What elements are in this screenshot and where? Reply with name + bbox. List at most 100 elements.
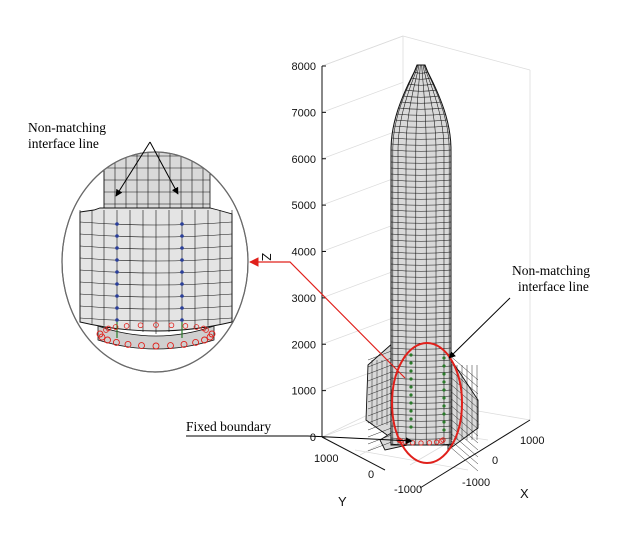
mesh-ring	[390, 161, 452, 164]
mesh-ring	[405, 89, 437, 92]
fin-mesh-line	[367, 426, 395, 438]
zoom-interface-point	[180, 246, 184, 250]
mesh-ring	[390, 263, 452, 266]
interface-highlight-ellipse	[391, 342, 463, 464]
x-tick-neg1000: -1000	[462, 477, 490, 489]
mesh-ring	[390, 197, 452, 200]
z-tick-label: 0	[310, 432, 316, 444]
fin-mesh-line	[447, 367, 479, 395]
mesh-meridian	[392, 64, 418, 445]
zoom-interface-point	[115, 258, 119, 262]
mesh-ring	[390, 179, 452, 182]
mesh-ring	[390, 173, 452, 176]
interface-point	[442, 356, 446, 360]
zoom-mesh-line	[79, 281, 233, 286]
zoom-interface-point	[180, 282, 184, 286]
interface-points	[396, 353, 446, 446]
mesh-ring	[390, 389, 452, 392]
z-tick-label: 8000	[292, 61, 316, 73]
fin-mesh-line	[447, 395, 479, 423]
mesh-ring	[390, 317, 452, 320]
interface-point	[409, 393, 413, 397]
mesh-meridian	[415, 64, 421, 445]
fin-mesh-line	[367, 419, 395, 431]
zoom-fixed-point	[180, 340, 188, 348]
rocket-body-mesh	[390, 64, 452, 446]
left-annotation-arrow-1	[115, 141, 151, 197]
interface-point	[409, 401, 413, 405]
zoom-fixed-point	[152, 342, 160, 350]
mesh-ring	[390, 239, 452, 242]
mesh-ring	[390, 419, 452, 422]
fin-mesh-line	[447, 430, 479, 458]
rocket-outline	[390, 64, 452, 446]
zoom-interface-point	[115, 282, 119, 286]
x-axis-line	[419, 419, 531, 489]
z-tick-label: 2000	[292, 339, 316, 351]
z-gridline	[321, 221, 404, 252]
fin-mesh-line	[367, 405, 395, 417]
zoom-fixed-point	[182, 323, 189, 329]
zoom-interface-point	[115, 294, 119, 298]
fin-mesh-line	[447, 416, 479, 444]
zoom-fixed-point	[137, 322, 144, 329]
x-tick-0: 0	[492, 455, 498, 467]
z-gridlines	[321, 35, 404, 438]
interface-point	[442, 404, 446, 408]
interface-point	[442, 380, 446, 384]
fin-mesh-line	[367, 349, 395, 361]
mesh-ring	[390, 149, 452, 152]
interface-point	[409, 425, 413, 429]
zoom-fixed-point	[112, 339, 120, 346]
mesh-ring	[390, 305, 452, 308]
mesh-ring	[392, 131, 450, 134]
zoom-fixed-point	[112, 324, 119, 330]
zoom-interface-point	[115, 234, 119, 238]
zoom-fixed-point	[193, 324, 200, 330]
mesh-ring	[390, 191, 452, 194]
fin-mesh-line	[447, 437, 479, 465]
interface-point	[442, 396, 446, 400]
zoom-fixed-point	[98, 333, 106, 341]
zoom-interface-point	[180, 222, 184, 226]
zoom-fixed-point	[201, 336, 208, 344]
fin-mesh-line	[367, 356, 395, 368]
z-tick-label: 1000	[292, 386, 316, 398]
mesh-ring	[390, 383, 452, 386]
mesh-ring	[390, 359, 452, 362]
interface-point	[442, 364, 446, 368]
interface-point	[442, 372, 446, 376]
mesh-ring	[390, 209, 452, 212]
zoom-interface-point	[115, 246, 119, 250]
fin-mesh-line	[367, 377, 395, 389]
interface-point	[409, 361, 413, 365]
fin-mesh-line	[367, 384, 395, 396]
zoom-interface-point	[180, 234, 184, 238]
interface-point	[409, 377, 413, 381]
zoom-pointer-arrow	[249, 257, 406, 379]
zoom-interface-point	[115, 222, 119, 226]
z-axis-label: Z	[259, 253, 274, 261]
mesh-ring	[408, 83, 434, 86]
zoom-interface-point	[115, 270, 119, 274]
mesh-ring	[390, 167, 452, 170]
zoom-mesh-line	[79, 257, 233, 262]
zoom-fixed-point	[192, 339, 200, 346]
z-tick-label: 7000	[292, 107, 316, 119]
y-axis-label: Y	[338, 494, 347, 509]
zoom-mesh-line	[79, 245, 233, 250]
interface-point	[442, 428, 446, 432]
fixed-boundary-point	[426, 440, 433, 446]
mesh-ring	[390, 425, 452, 428]
z-tick-label: 6000	[292, 154, 316, 166]
fin-mesh-line	[367, 412, 395, 424]
mesh-ring	[390, 329, 452, 332]
zoom-interface-point	[180, 306, 184, 310]
mesh-ring	[390, 233, 452, 236]
right-annotation-line1: Non-matching	[512, 263, 590, 278]
mesh-ring	[390, 377, 452, 380]
zoom-inset	[61, 151, 249, 373]
interface-point	[409, 417, 413, 421]
z-tick-label: 3000	[292, 293, 316, 305]
fixed-boundary-point	[433, 439, 440, 445]
